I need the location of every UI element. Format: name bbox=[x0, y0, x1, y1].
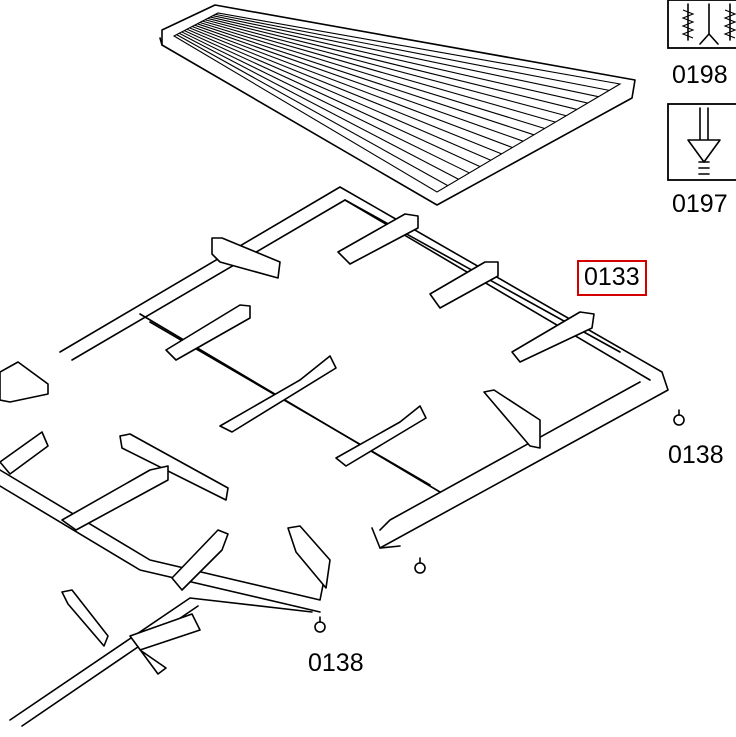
griddle-ridge bbox=[178, 32, 459, 180]
rubber-foot-icon bbox=[673, 409, 685, 426]
part-label-0133-highlighted[interactable]: 0133 bbox=[577, 260, 647, 296]
griddle-ridge bbox=[210, 16, 588, 104]
screw-set-icon bbox=[667, 0, 736, 49]
griddle-ridge bbox=[191, 26, 513, 149]
part-label-0197: 0197 bbox=[672, 190, 728, 218]
griddle-ridges bbox=[176, 13, 610, 187]
griddle-ridge bbox=[186, 28, 492, 161]
griddle-ridge bbox=[181, 31, 470, 174]
griddle-ridge bbox=[184, 30, 481, 168]
griddle-ridge bbox=[212, 15, 599, 98]
griddle-ridge bbox=[204, 19, 567, 117]
griddle-ridge bbox=[197, 23, 535, 136]
griddle-ridge bbox=[199, 21, 545, 129]
griddle-ridge bbox=[194, 24, 524, 142]
screw-with-plug-icon bbox=[667, 103, 736, 181]
griddle-ridge bbox=[176, 34, 449, 187]
part-label-0138-right: 0138 bbox=[668, 441, 724, 469]
part-label-0138-bottom: 0138 bbox=[308, 649, 364, 677]
griddle-plate bbox=[159, 4, 636, 206]
griddle-ridge bbox=[215, 13, 610, 91]
griddle-ridge bbox=[202, 20, 556, 123]
rubber-foot-icon bbox=[414, 557, 426, 574]
pan-support-main bbox=[59, 186, 669, 549]
rubber-foot-icon bbox=[314, 616, 326, 633]
pan-support-left bbox=[0, 361, 331, 727]
griddle-ridge bbox=[189, 27, 502, 155]
griddle-ridge bbox=[207, 17, 578, 110]
part-label-0198: 0198 bbox=[672, 61, 728, 89]
